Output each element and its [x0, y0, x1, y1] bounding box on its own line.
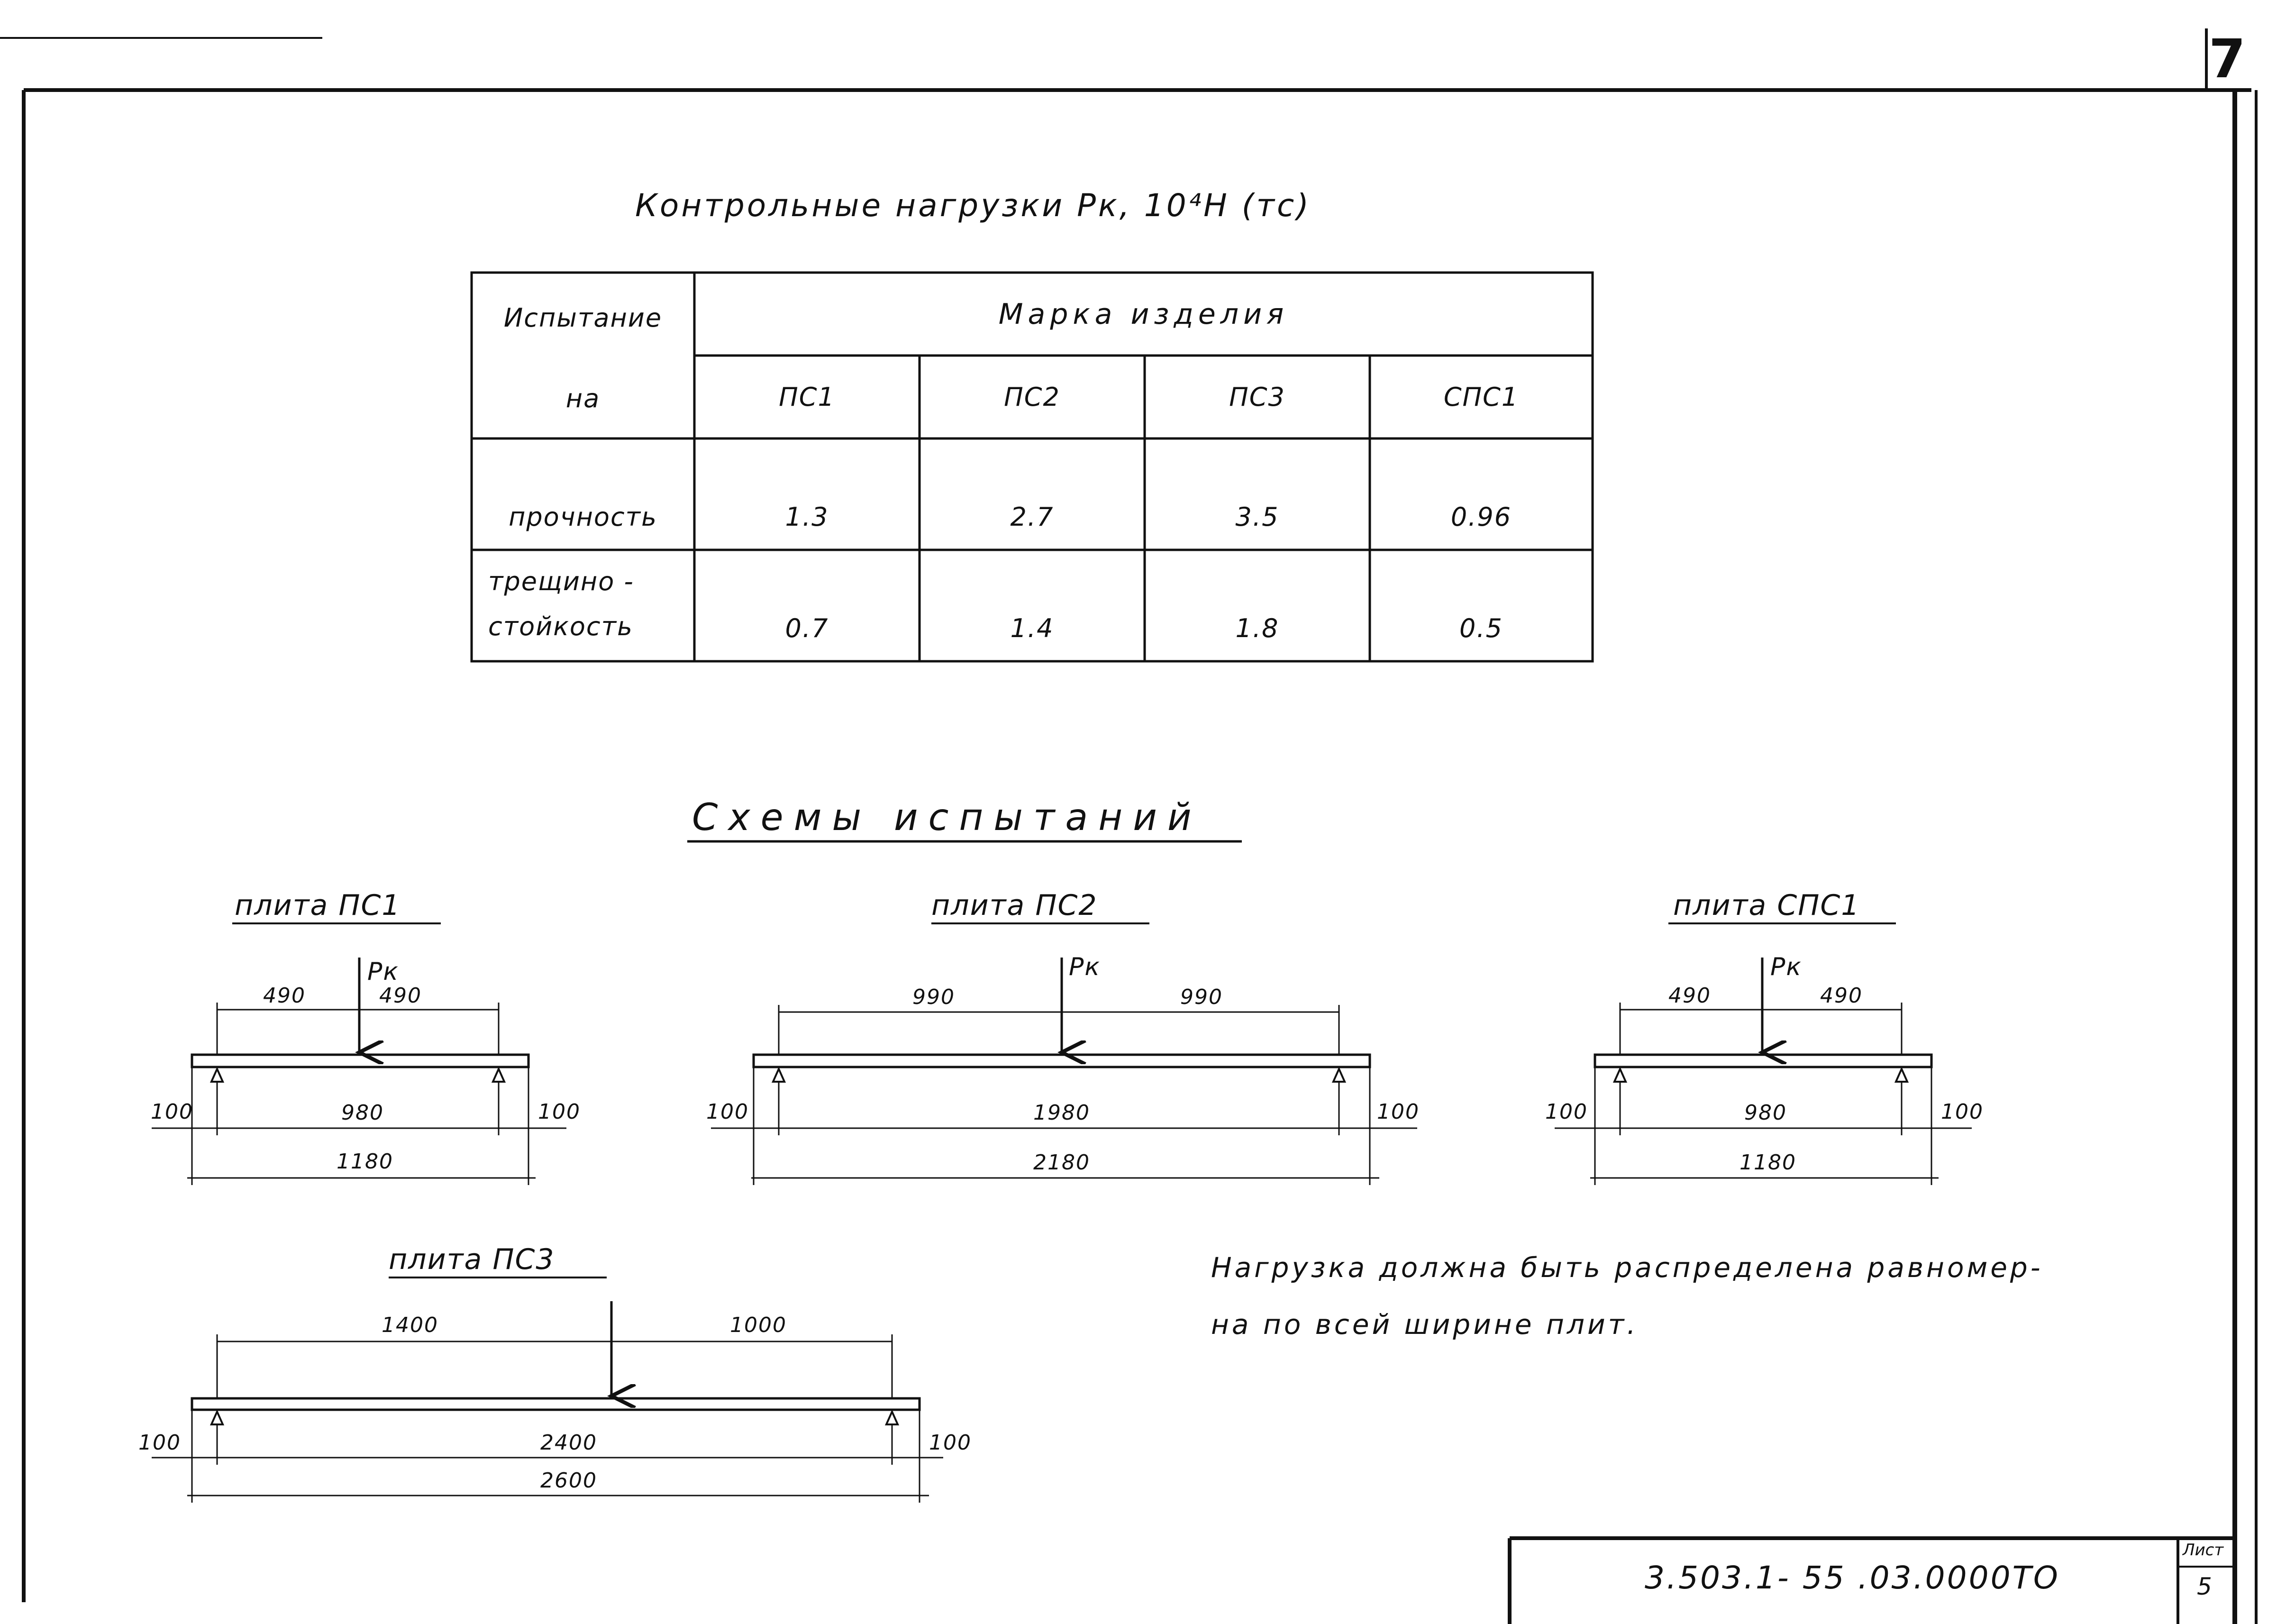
sheet-value: 5 [2197, 1573, 2213, 1600]
table-cell: 2.7 [1010, 502, 1054, 532]
dim-label: 100 [151, 1100, 193, 1124]
table-brand: СПС1 [1443, 382, 1519, 412]
table-cell: 1.3 [785, 502, 829, 532]
dim-label: 100 [1941, 1100, 1984, 1124]
scheme-ps3 [152, 1277, 943, 1503]
scheme-ps2 [711, 922, 1417, 1185]
scheme-ps2-support-left [771, 1067, 786, 1083]
table-cell: 0.96 [1450, 502, 1512, 532]
dim-label: 490 [1668, 984, 1711, 1008]
dim-label: 100 [538, 1100, 581, 1124]
table-header-on: на [565, 383, 601, 413]
title-block [1508, 1536, 2235, 1624]
dim-label: 1400 [382, 1313, 438, 1337]
table-row-label-line2: стойкость [488, 611, 633, 641]
dim-label: 100 [706, 1100, 749, 1124]
schemes-title: Схемы испытаний [692, 796, 1202, 839]
scheme-ps2-beam [752, 1053, 1371, 1068]
dim-label: 2180 [1033, 1150, 1090, 1175]
table-cell: 0.5 [1459, 613, 1503, 643]
scheme-ps1-beam [191, 1053, 530, 1068]
dim-label: 1180 [1739, 1150, 1796, 1175]
scheme-ps3-support-right [884, 1409, 900, 1425]
dim-label: 1180 [337, 1150, 393, 1174]
scheme-name: плита ПС3 [389, 1243, 555, 1276]
table-header-test: Испытание [503, 302, 663, 333]
scheme-ps3-support-left [209, 1409, 225, 1425]
table-row-label-line1: трещино - [488, 566, 634, 596]
table-brand: ПС1 [779, 382, 835, 412]
dim-label: 100 [138, 1431, 181, 1455]
loads-table-grid [470, 271, 1594, 663]
scheme-name: плита ПС1 [235, 889, 401, 922]
dim-label: 2600 [540, 1469, 597, 1493]
load-label: Pк [367, 958, 399, 986]
load-label: Pк [1770, 953, 1802, 981]
sheet-frame [22, 28, 2258, 1624]
scheme-sps1-support-right [1894, 1067, 1909, 1083]
dim-label: 490 [1820, 984, 1863, 1008]
table-cell: 1.4 [1010, 613, 1054, 643]
load-label: Pк [1069, 953, 1101, 981]
page-title: Контрольные нагрузки Pк, 10⁴Н (тс) [635, 187, 1311, 224]
table-cell: 0.7 [785, 613, 829, 643]
scheme-sps1-beam [1594, 1053, 1933, 1068]
dim-label: 990 [1180, 985, 1223, 1009]
table-row-label: прочность [509, 502, 657, 532]
dim-label: 490 [379, 984, 422, 1008]
table-cell: 3.5 [1235, 502, 1279, 532]
dim-label: 980 [1744, 1101, 1787, 1125]
sheet-number: 7 [2209, 28, 2246, 90]
dim-label: 1980 [1033, 1101, 1090, 1125]
document-code: 3.503.1- 55 .03.0000ТО [1645, 1560, 2060, 1596]
scheme-ps3-beam [191, 1397, 921, 1411]
scheme-name: плита СПС1 [1673, 889, 1860, 922]
table-brand: ПС3 [1229, 382, 1285, 412]
note-line-1: Нагрузка должна быть распределена равном… [1211, 1251, 2043, 1284]
table-cell: 1.8 [1235, 613, 1279, 643]
dim-label: 100 [1545, 1100, 1588, 1124]
table-header-brand: Марка изделия [998, 297, 1289, 331]
dim-label: 1000 [730, 1313, 787, 1337]
scheme-ps2-support-right [1331, 1067, 1347, 1083]
scheme-sps1 [1555, 922, 1972, 1185]
scheme-ps1-support-left [209, 1067, 225, 1083]
note-line-2: на по всей ширине плит. [1211, 1308, 1639, 1341]
dim-label: 100 [1377, 1100, 1420, 1124]
scheme-name: плита ПС2 [931, 889, 1098, 922]
table-brand: ПС2 [1004, 382, 1060, 412]
scheme-sps1-support-left [1612, 1067, 1628, 1083]
dim-label: 2400 [540, 1431, 597, 1455]
dim-label: 100 [929, 1431, 972, 1455]
scheme-ps1-support-right [491, 1067, 506, 1083]
scheme-ps1 [152, 922, 566, 1185]
dim-label: 990 [912, 985, 955, 1009]
sheet-label: Лист [2183, 1541, 2224, 1560]
dim-label: 490 [263, 984, 306, 1008]
dim-label: 980 [341, 1101, 384, 1125]
